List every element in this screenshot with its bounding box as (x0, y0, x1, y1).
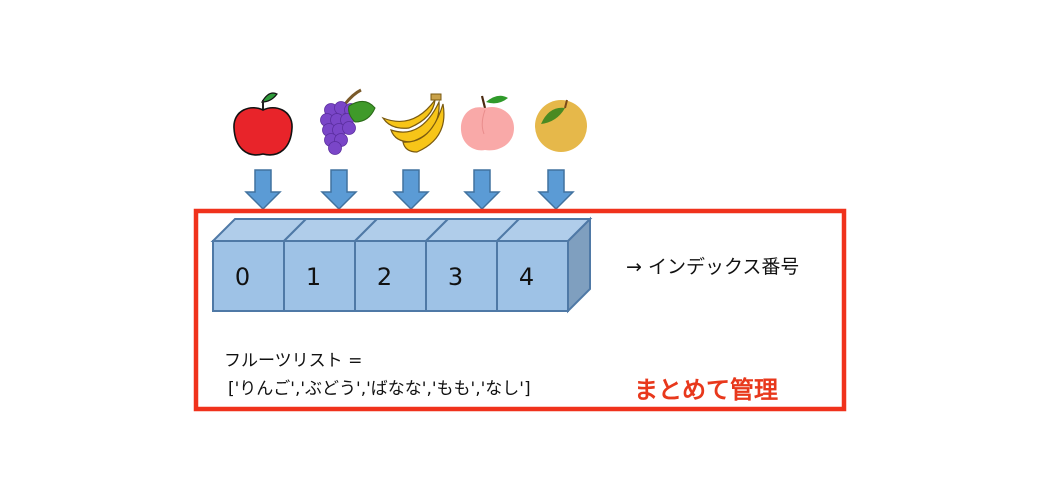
peach-icon (460, 95, 514, 151)
index-cube: 0 (210, 218, 309, 312)
fruit-list-values: ['りんご','ぶどう','ばなな','もも','なし'] (228, 379, 531, 399)
summary-label: まとめて管理 (634, 376, 778, 404)
down-arrow-icon (320, 169, 358, 211)
index-number: 2 (377, 263, 392, 291)
down-arrows (244, 169, 575, 211)
index-cube: 3 (423, 218, 522, 312)
down-arrow-icon (244, 169, 282, 211)
index-cubes: 0 1 2 3 4 (210, 216, 593, 314)
pear-icon (535, 99, 587, 152)
down-arrow-icon (392, 169, 430, 211)
index-number-label: → インデックス番号 (626, 256, 800, 278)
index-number: 3 (448, 263, 463, 291)
index-number: 0 (235, 263, 250, 291)
fruit-icons (233, 88, 587, 156)
banana-icon (381, 93, 445, 153)
down-arrow-icon (537, 169, 575, 211)
list-frame (193, 208, 847, 412)
cube-front-face (212, 240, 285, 312)
index-number: 1 (306, 263, 321, 291)
grapes-icon (320, 88, 376, 155)
index-cube: 2 (352, 218, 451, 312)
fruit-list-name: フルーツリスト = (224, 351, 363, 371)
cube-front-face (283, 240, 356, 312)
cube-front-face (425, 240, 498, 312)
down-arrow-icon (463, 169, 501, 211)
cube-front-face (496, 240, 569, 312)
apple-icon (233, 92, 293, 156)
index-number: 4 (519, 263, 534, 291)
index-cube: 4 (494, 218, 593, 312)
